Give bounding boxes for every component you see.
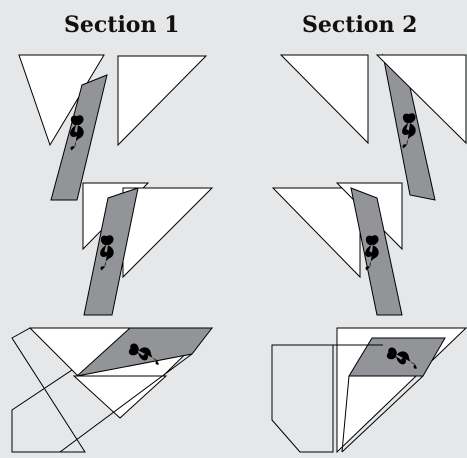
s1-step3-lower-triangle (72, 375, 168, 419)
section-1-step-3 (11, 327, 214, 453)
section-2-step-1 (279, 53, 467, 201)
section-1-title: Section 1 (64, 12, 180, 38)
section-2-title: Section 2 (302, 12, 418, 38)
s2-step3-seam-2 (341, 375, 350, 453)
s1-step1-right-triangle (117, 55, 208, 147)
s2-step2-left-triangle (271, 187, 361, 279)
s2-step1-right-triangle (375, 54, 467, 145)
s1-step1-left-triangle (18, 54, 105, 147)
section-1-step-1 (18, 54, 208, 201)
section-2-step-3 (271, 327, 467, 454)
s1-step3-seam-2 (59, 353, 193, 453)
s1-step2-right-triangle (122, 187, 214, 279)
s2-step3-pieced-outline (271, 344, 334, 453)
section-1-step-2 (82, 182, 214, 316)
s2-step3-seam-3 (341, 375, 424, 453)
section-2-step-2 (271, 182, 403, 316)
s2-step1-left-triangle (279, 54, 369, 145)
